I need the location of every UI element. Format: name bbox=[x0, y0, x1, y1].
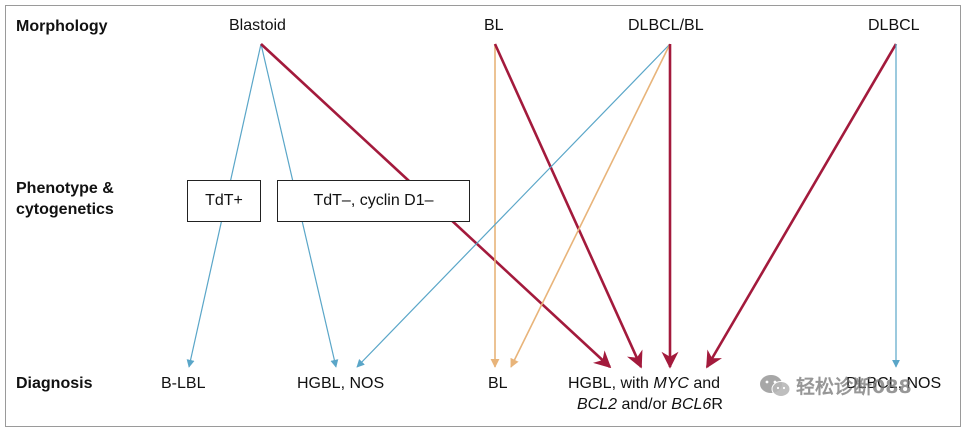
hgbl-myc-prefix: HGBL, with bbox=[568, 375, 654, 392]
wechat-icon bbox=[760, 374, 791, 397]
gene-myc: MYC bbox=[653, 375, 689, 392]
diagnosis-dlbcl-nos: DLBCL, NOS bbox=[846, 375, 942, 392]
diagnosis-hgbl-myc-line2: BCL2 and/or BCL6R bbox=[577, 395, 723, 415]
phenotype-tdt-positive-label: TdT+ bbox=[205, 192, 243, 209]
diagram-frame bbox=[5, 5, 961, 427]
row-label-phenotype-line1: Phenotype & bbox=[16, 180, 114, 197]
hgbl-andor: and/or bbox=[617, 396, 672, 413]
row-label-diagnosis: Diagnosis bbox=[16, 375, 93, 392]
watermark: 轻松诊断088 bbox=[758, 372, 912, 399]
arrow-dlbclbl-to-hgbl-nos bbox=[356, 43, 671, 368]
diagnosis-hgbl-nos: HGBL, NOS bbox=[297, 375, 385, 392]
arrow-dlbcl-to-hgbl-myc bbox=[705, 43, 898, 369]
gene-bcl2: BCL2 bbox=[577, 396, 618, 413]
hgbl-rearrangement-suffix: R bbox=[711, 396, 723, 413]
arrow-bl-to-hgbl-myc bbox=[493, 43, 643, 369]
phenotype-box-tdt-positive: TdT+ bbox=[187, 180, 261, 222]
gene-bcl6: BCL6 bbox=[671, 396, 712, 413]
morphology-blastoid: Blastoid bbox=[229, 17, 286, 34]
watermark-text: 轻松诊断088 bbox=[796, 376, 912, 398]
phenotype-tdt-negative-label: TdT–, cyclin D1– bbox=[313, 192, 434, 209]
morphology-bl: BL bbox=[484, 17, 504, 34]
diagnosis-hgbl-myc-line1: HGBL, with MYC and bbox=[568, 374, 720, 394]
row-label-phenotype-line2: cytogenetics bbox=[16, 201, 114, 218]
row-label-morphology: Morphology bbox=[16, 18, 108, 35]
hgbl-myc-suffix: and bbox=[688, 375, 721, 392]
morphology-dlbcl-bl: DLBCL/BL bbox=[628, 17, 704, 34]
diagnosis-bl: BL bbox=[488, 375, 508, 392]
arrow-dlbclbl-to-bl bbox=[510, 43, 671, 368]
diagnosis-blbl: B-LBL bbox=[161, 375, 206, 392]
phenotype-box-tdt-negative: TdT–, cyclin D1– bbox=[277, 180, 470, 222]
morphology-dlbcl: DLBCL bbox=[868, 17, 920, 34]
